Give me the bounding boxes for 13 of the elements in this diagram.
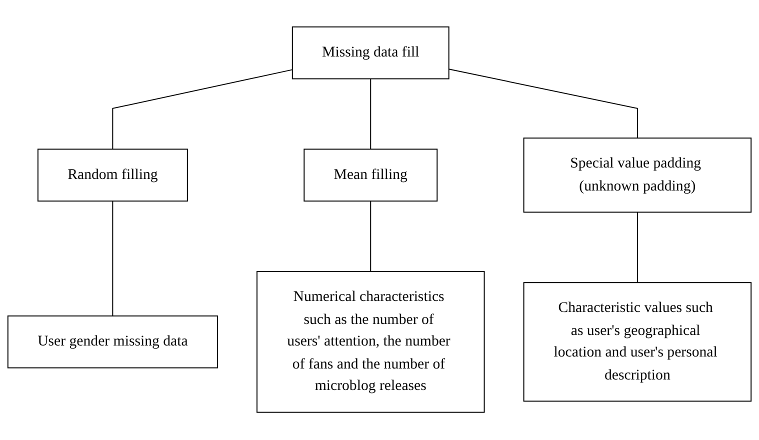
- node-box: User gender missing data: [7, 316, 218, 369]
- connector: [636, 212, 638, 284]
- node-box: Numerical characteristics such as the number of users' attention, the number of fans and the number of microblog releases: [256, 271, 485, 414]
- connector: [370, 78, 372, 150]
- connector: [112, 70, 293, 150]
- connector: [370, 200, 372, 272]
- node-box: Characteristic values such as user's geographical location and user's personal description: [523, 282, 752, 402]
- node-box: Special value padding (unknown padding): [523, 138, 752, 214]
- connector: [448, 69, 638, 139]
- node-box: Mean filling: [304, 149, 438, 202]
- connector: [112, 200, 114, 317]
- node-box: Missing data fill: [292, 26, 450, 80]
- node-box: Random filling: [37, 149, 188, 202]
